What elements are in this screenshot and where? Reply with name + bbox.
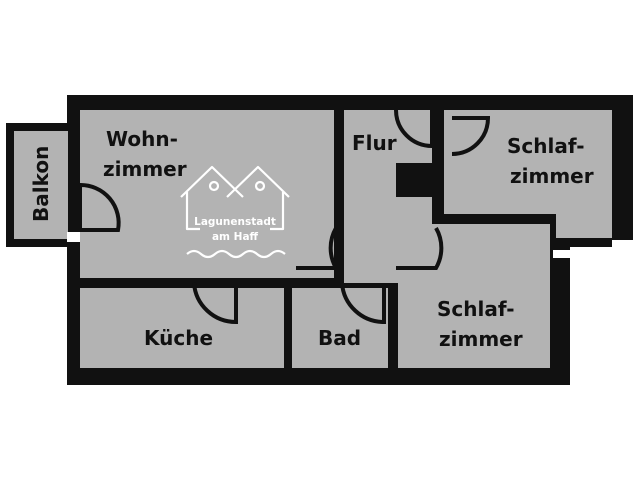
floors <box>14 110 612 368</box>
label-schlafzimmer-top-line1: Schlaf- <box>507 134 585 158</box>
door-schlafzimmer-bottom <box>396 227 444 270</box>
door-entry <box>394 100 434 149</box>
label-flur: Flur <box>352 131 397 155</box>
room-bad <box>292 288 388 368</box>
door-kueche <box>192 282 238 325</box>
door-balkon <box>78 182 121 232</box>
label-schlafzimmer-bottom-line2: zimmer <box>439 327 523 351</box>
room-kueche <box>80 288 284 368</box>
door-bad <box>340 282 386 325</box>
two-houses-on-water-icon <box>180 165 290 259</box>
room-schlafzimmer-bottom <box>398 224 550 368</box>
label-schlafzimmer-bottom-line1: Schlaf- <box>437 297 515 321</box>
label-kueche: Küche <box>144 326 213 350</box>
label-schlafzimmer-top-line2: zimmer <box>510 164 594 188</box>
label-balkon: Balkon <box>29 146 53 222</box>
room-balkon <box>14 131 68 239</box>
wall-openings <box>67 232 640 258</box>
label-wohnzimmer-line1: Wohn- <box>106 127 178 151</box>
door-schlafzimmer-top <box>451 116 491 156</box>
logo-text-line2: am Haff <box>212 231 259 243</box>
label-wohnzimmer-line2: zimmer <box>103 157 187 181</box>
room-schlafzimmer-top <box>444 110 612 238</box>
room-labels: Wohn- zimmer Flur Schlaf- zimmer Schlaf-… <box>29 127 594 351</box>
logo-text-line1: Lagunenstadt <box>194 216 276 228</box>
door-wohnzimmer <box>296 227 340 270</box>
label-bad: Bad <box>318 326 361 350</box>
doors <box>78 100 491 325</box>
room-wohnzimmer <box>80 110 334 278</box>
